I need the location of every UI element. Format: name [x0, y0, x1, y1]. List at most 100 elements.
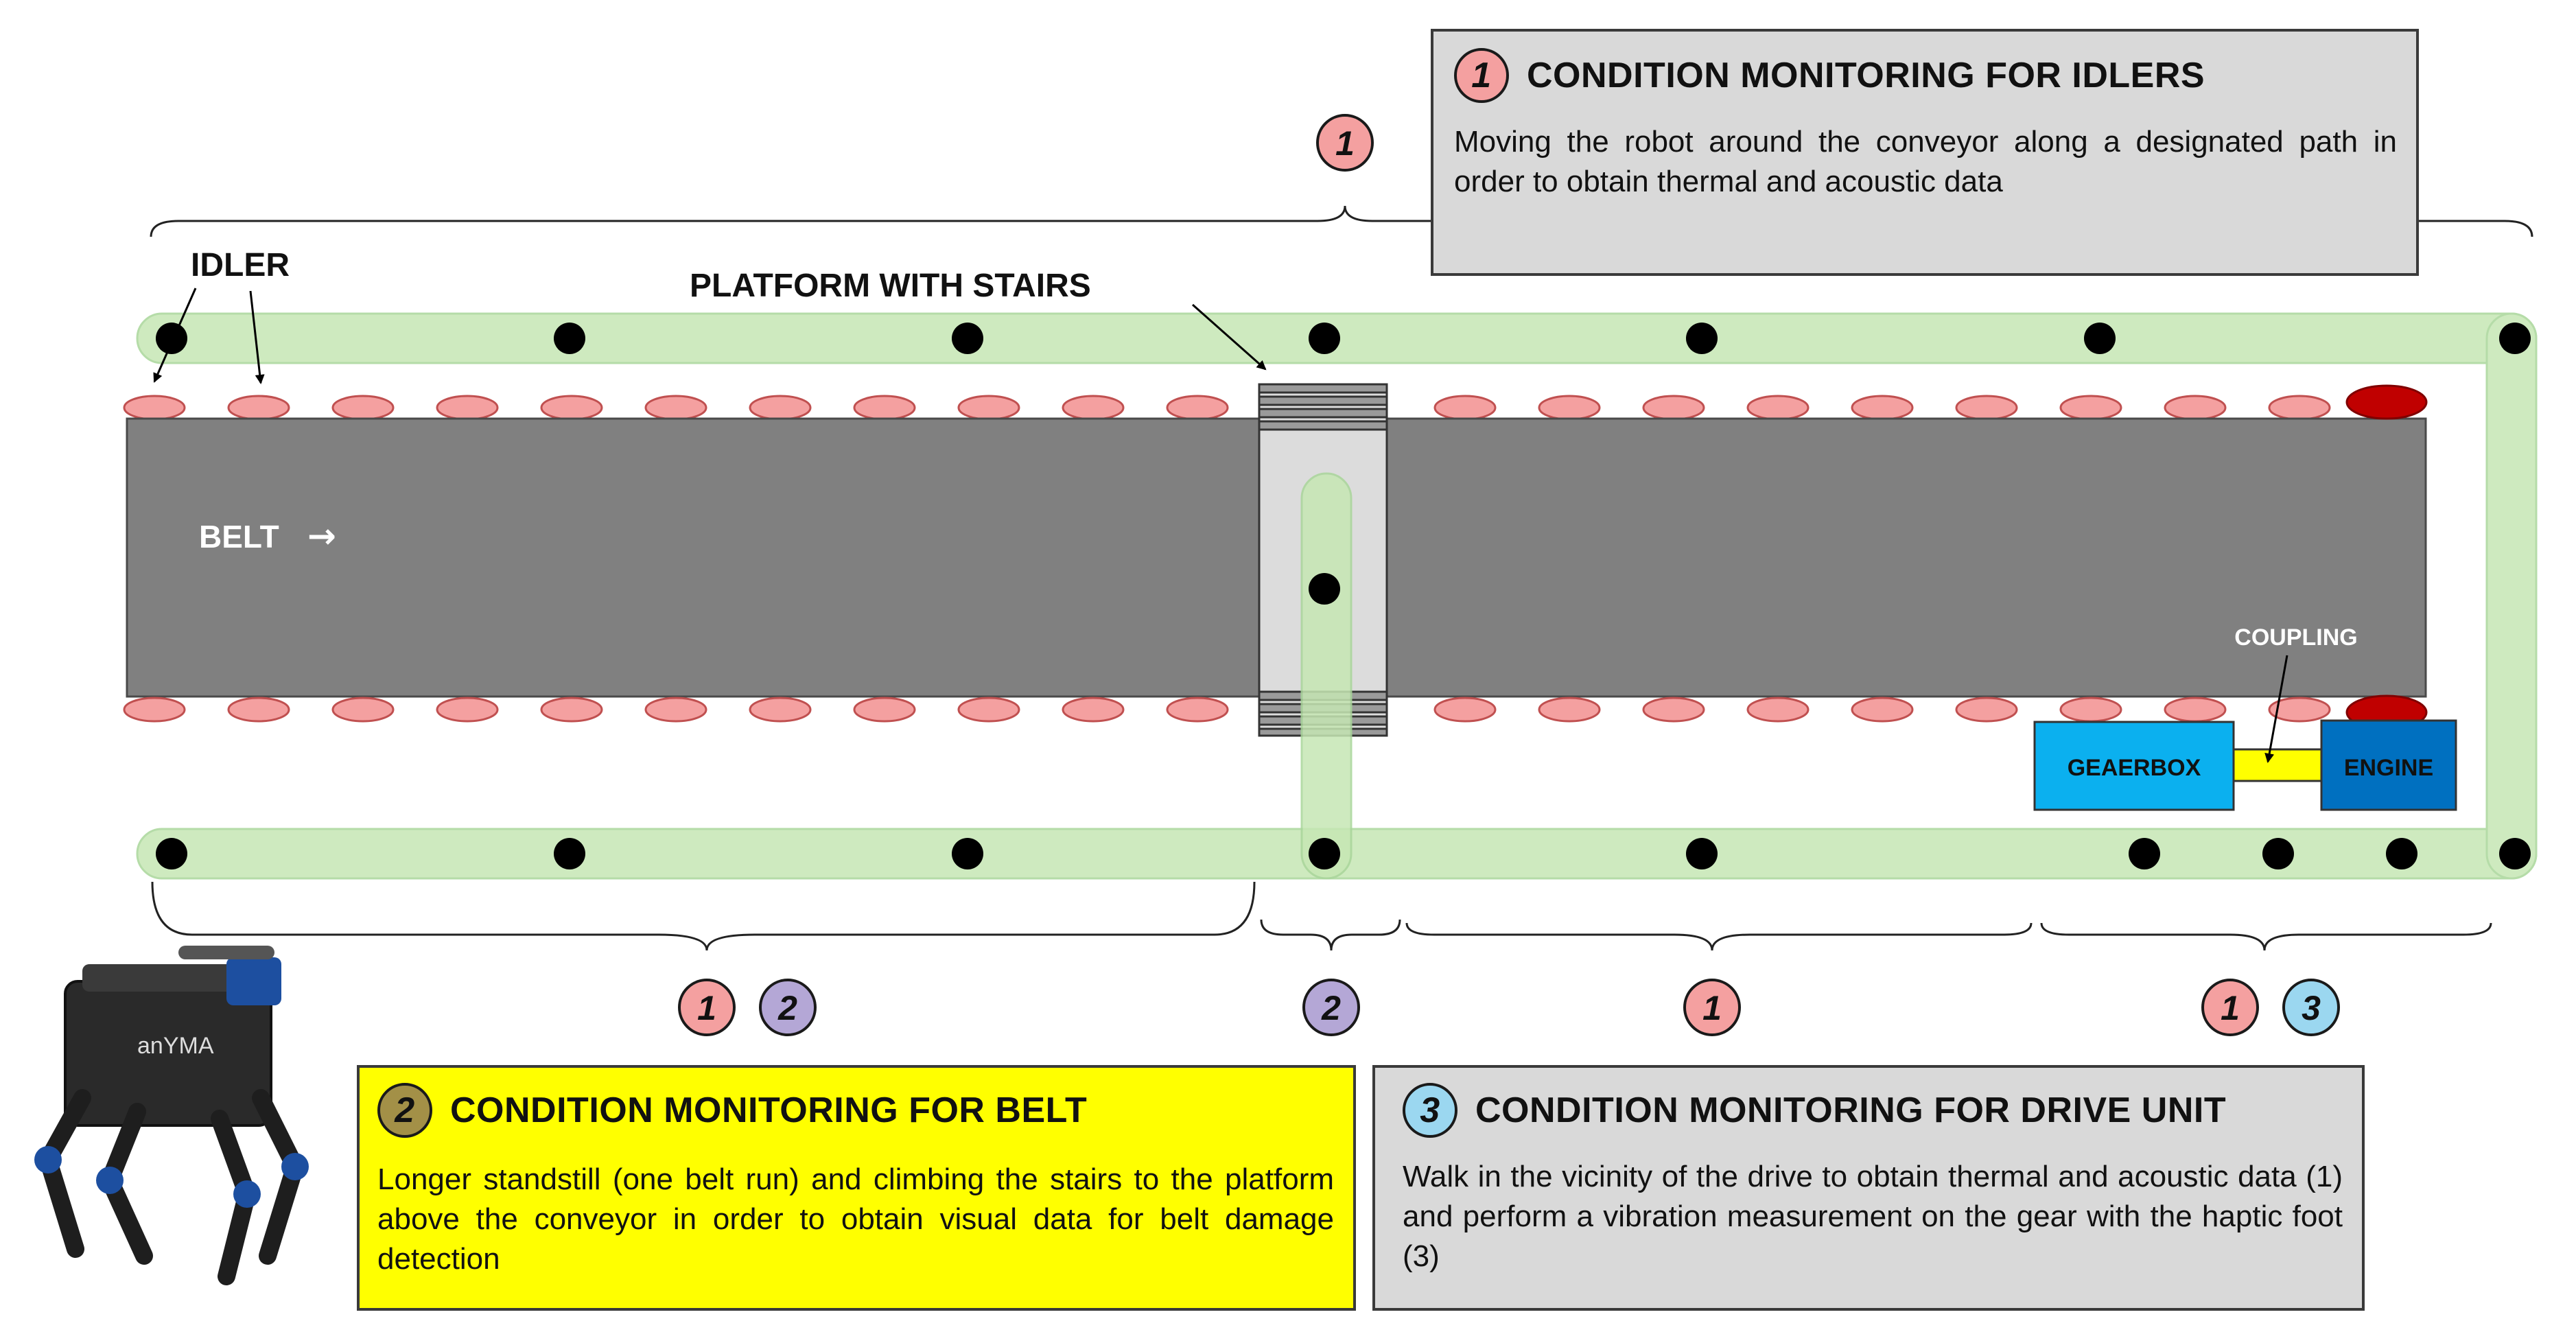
waypoint-6	[2084, 323, 2116, 354]
belt-monitoring-header: 2 CONDITION MONITORING FOR BELT	[377, 1083, 1334, 1138]
idler-top-15	[1746, 395, 1810, 421]
idler-bottom-11	[1166, 697, 1229, 723]
idler-bottom-12	[1433, 697, 1497, 723]
idler-bottom-13	[1538, 697, 1601, 723]
belt-direction-arrow: →	[307, 516, 336, 556]
brace-bottom-4	[2040, 922, 2492, 951]
waypoint-7	[2499, 323, 2531, 354]
idler-top-18	[2059, 395, 2122, 421]
idler-top-3	[331, 395, 395, 421]
badge-section1-idler: 1	[678, 979, 736, 1036]
idler-bottom-14	[1642, 697, 1705, 723]
idler-top-13	[1538, 395, 1601, 421]
platform-pointer	[1192, 303, 1267, 371]
idler-top-19	[2164, 395, 2227, 421]
waypoint-1	[156, 323, 187, 354]
idler-top-7	[749, 395, 812, 421]
path-platform-vertical	[1300, 472, 1353, 880]
idler-top-16	[1851, 395, 1914, 421]
svg-text:1: 1	[1335, 124, 1355, 163]
coupling-pointer	[2264, 655, 2288, 763]
drive-monitoring-title: CONDITION MONITORING FOR DRIVE UNIT	[1475, 1090, 2227, 1130]
svg-text:1: 1	[2221, 989, 2240, 1027]
svg-text:1: 1	[697, 989, 716, 1027]
idler-monitoring-text: Moving the robot around the conveyor alo…	[1454, 125, 2397, 199]
idler-bottom-8	[853, 697, 916, 723]
idler-top-1	[123, 395, 186, 421]
path-right	[2485, 312, 2538, 880]
idler-top-12	[1433, 395, 1497, 421]
idler-top-5	[540, 395, 603, 421]
belt-monitoring-box: 2 CONDITION MONITORING FOR BELT Longer s…	[357, 1065, 1356, 1311]
idler-bottom-4	[436, 697, 499, 723]
badge-section1-belt: 2	[759, 979, 817, 1036]
idler-bottom-15	[1746, 697, 1810, 723]
robot-top-plate	[82, 964, 261, 992]
waypoint-2	[554, 323, 585, 354]
badge-section4-drive: 3	[2282, 979, 2340, 1036]
idler-monitoring-header: 1 CONDITION MONITORING FOR IDLERS	[1454, 48, 2397, 103]
drive-monitoring-text: Walk in the vicinity of the drive to obt…	[1403, 1160, 2343, 1274]
robot-joint-1	[34, 1146, 62, 1173]
area-badges: 1 1 2 2 1 1 3	[678, 114, 2340, 1036]
engine-block	[2320, 719, 2457, 811]
robot-joint-4	[233, 1180, 261, 1208]
idler-bottom-17	[1955, 697, 2018, 723]
idler-top-2	[227, 395, 290, 421]
idler-row-top	[123, 395, 2331, 421]
waypoint-11	[1309, 838, 1340, 869]
robot-leg-front-left	[38, 1089, 91, 1258]
waypoint-16	[2499, 838, 2531, 869]
stairs-top-icon	[1258, 383, 1388, 431]
platform-label: PLATFORM WITH STAIRS	[690, 268, 1091, 304]
waypoint-13	[2129, 838, 2160, 869]
waypoint-15	[2386, 838, 2417, 869]
braces	[150, 205, 2533, 951]
idler-top-14	[1642, 395, 1705, 421]
idler-bottom-2	[227, 697, 290, 723]
platform-with-stairs	[1258, 383, 1388, 880]
idler-top-20	[2268, 395, 2331, 421]
svg-text:2: 2	[777, 989, 797, 1027]
quadruped-robot-illustration: anYMA	[34, 946, 309, 1285]
brace-top	[150, 205, 2533, 237]
waypoints	[156, 323, 2531, 869]
brace-bottom-2	[1260, 919, 1401, 951]
brace-bottom-1	[151, 881, 1256, 951]
svg-text:1: 1	[1702, 989, 1722, 1027]
drive-unit: GEAERBOX ENGINE COUPLING	[2033, 384, 2457, 811]
coupling-shaft	[2232, 748, 2323, 782]
waypoint-8	[156, 838, 187, 869]
idler-bottom-3	[331, 697, 395, 723]
idler-monitoring-box: 1 CONDITION MONITORING FOR IDLERS Moving…	[1431, 29, 2419, 276]
waypoint-14	[2262, 838, 2294, 869]
belt-monitoring-title: CONDITION MONITORING FOR BELT	[450, 1090, 1088, 1130]
idler-top-11	[1166, 395, 1229, 421]
drive-idler-top	[2345, 384, 2428, 420]
idler-monitoring-badge: 1	[1454, 48, 1509, 103]
engine-label: ENGINE	[2344, 755, 2433, 781]
waypoint-4	[1309, 323, 1340, 354]
badge-section4-idler: 1	[2201, 979, 2259, 1036]
idler-bottom-19	[2164, 697, 2227, 723]
idler-bottom-16	[1851, 697, 1914, 723]
idler-pointer-1	[153, 288, 197, 383]
waypoint-12	[1686, 838, 1718, 869]
idler-top-9	[957, 395, 1020, 421]
belt-monitoring-text: Longer standstill (one belt run) and cli…	[377, 1162, 1334, 1276]
idler-label: IDLER	[191, 247, 290, 283]
idler-bottom-7	[749, 697, 812, 723]
idler-bottom-10	[1062, 697, 1125, 723]
belt-label: BELT	[199, 519, 279, 554]
idler-top-8	[853, 395, 916, 421]
idler-bottom-20	[2268, 697, 2331, 723]
idler-row-bottom	[123, 697, 2331, 723]
idler-top-10	[1062, 395, 1125, 421]
waypoint-10	[952, 838, 983, 869]
svg-text:3: 3	[2302, 989, 2321, 1027]
waypoint-3	[952, 323, 983, 354]
drive-monitoring-badge: 3	[1403, 1083, 1457, 1138]
badge-section3-idler: 1	[1683, 979, 1741, 1036]
